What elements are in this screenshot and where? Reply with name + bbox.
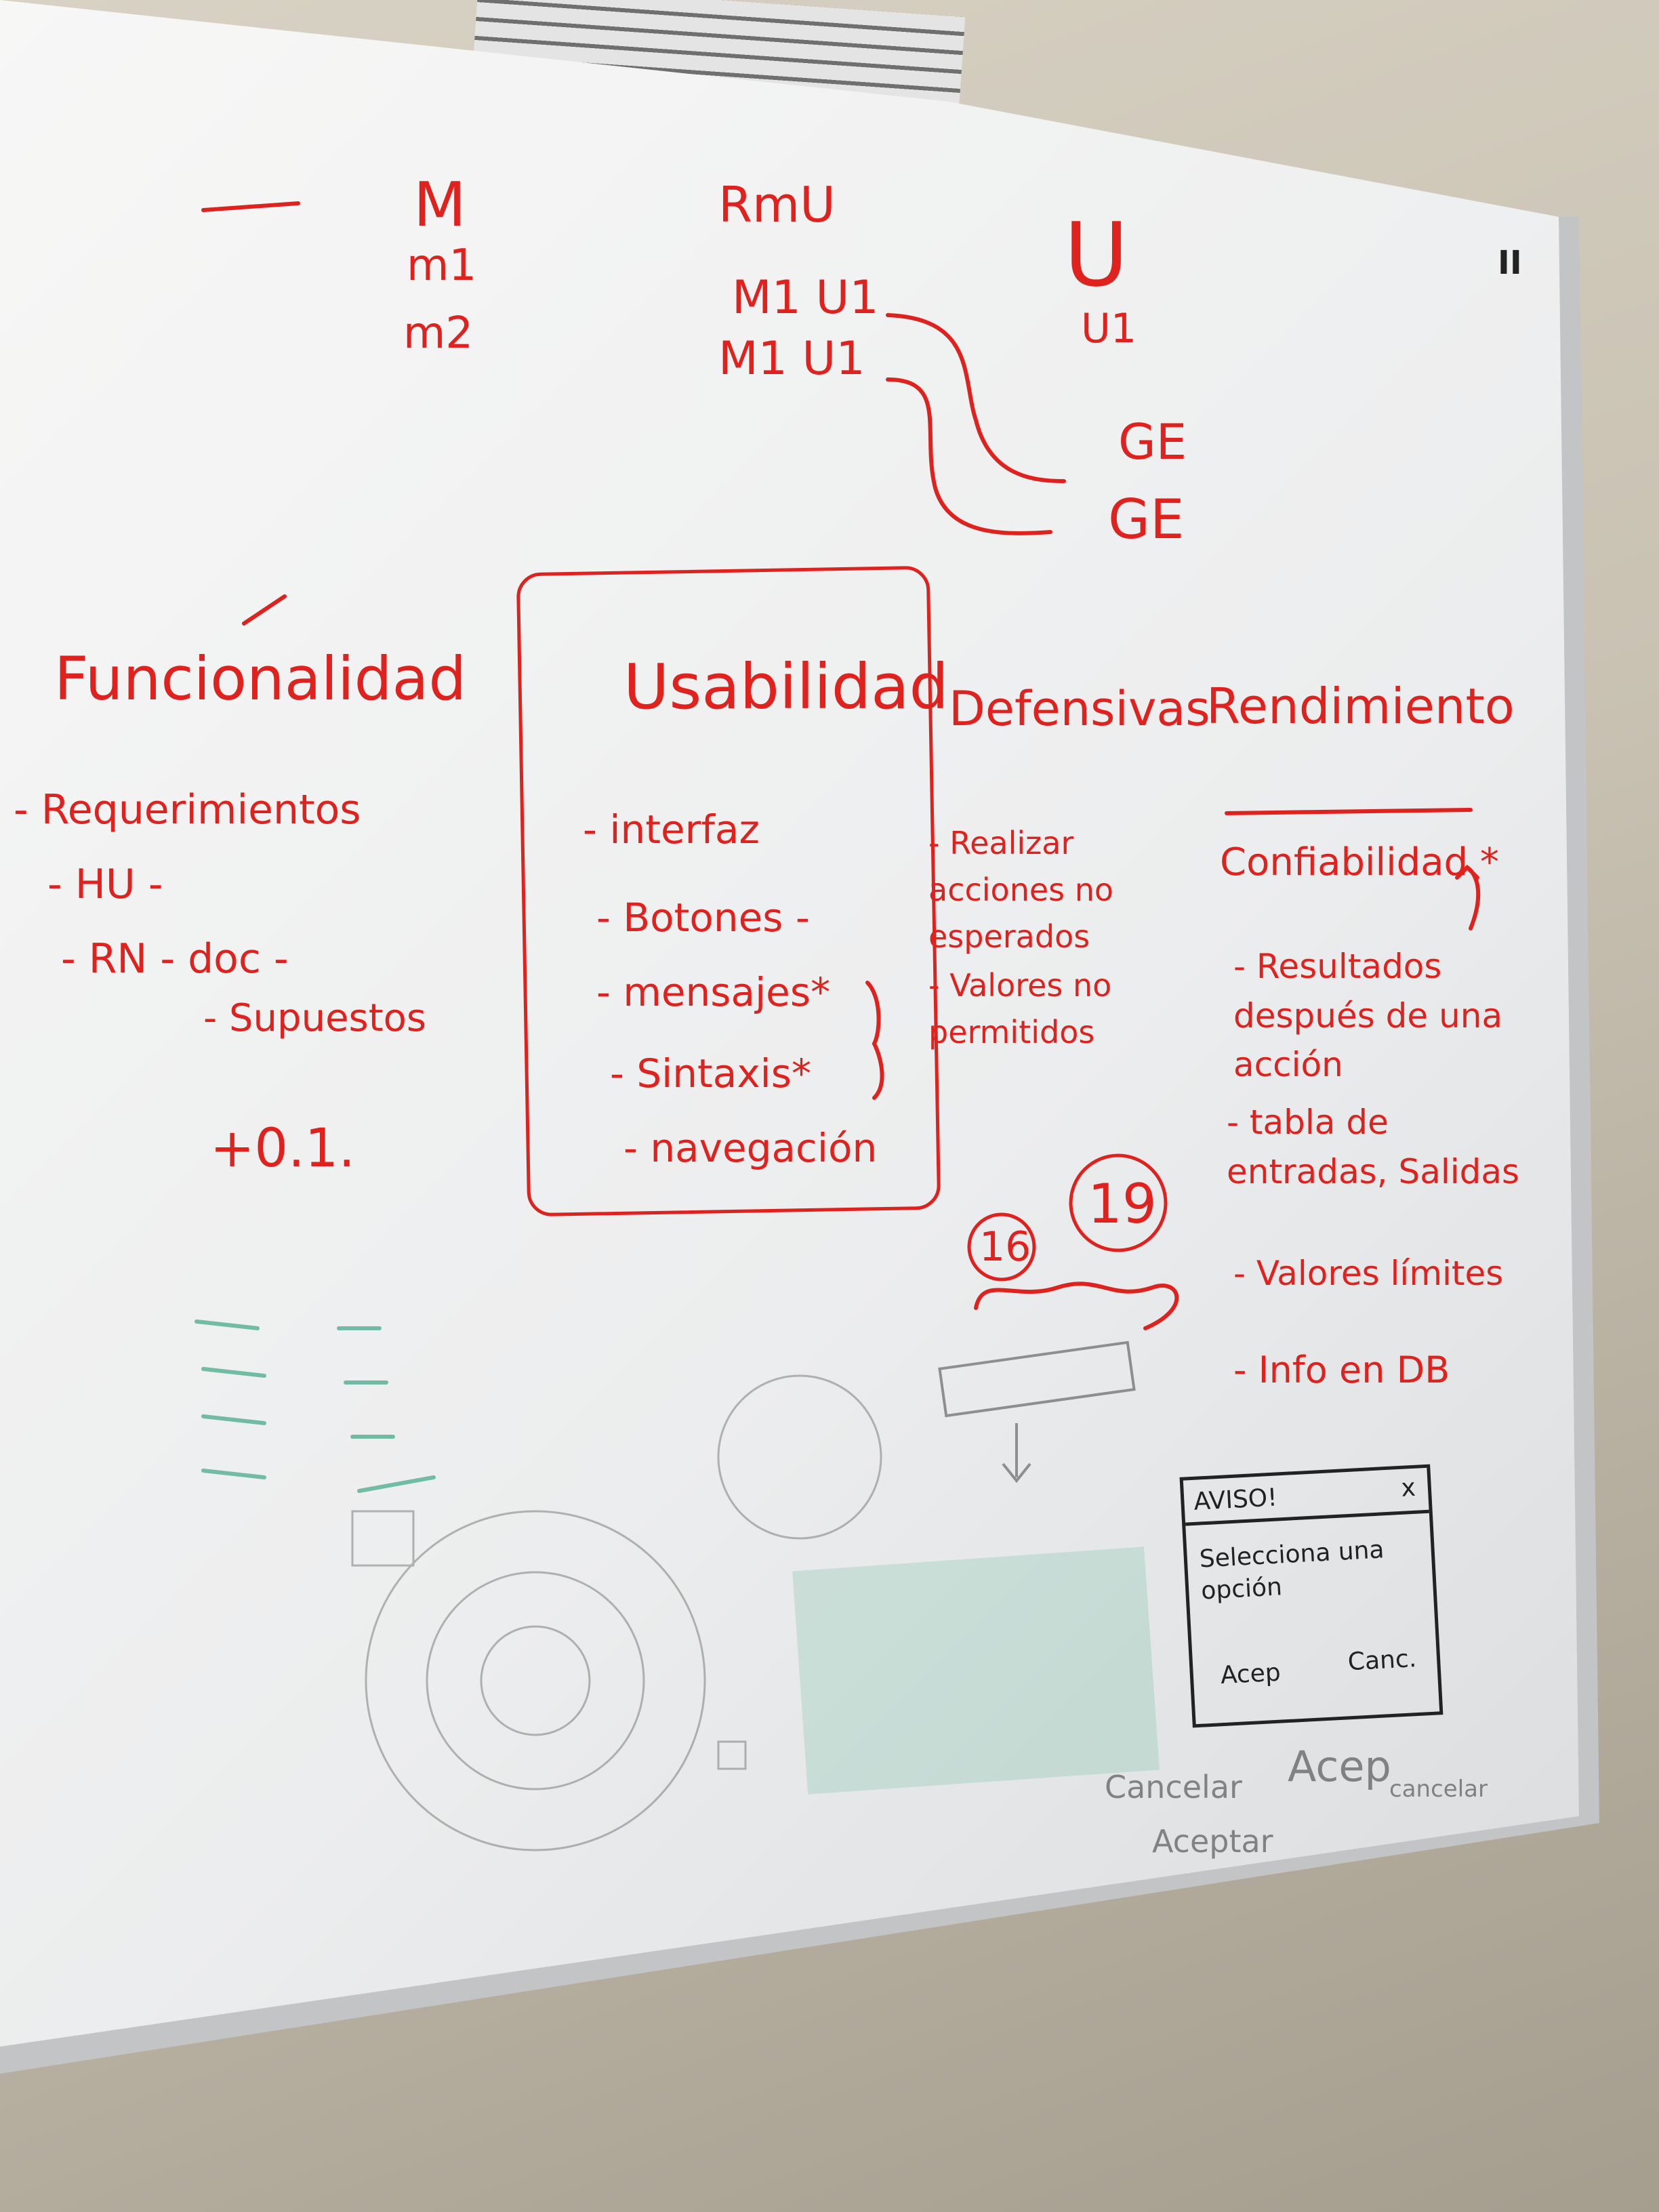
faded-small-box bbox=[717, 1740, 747, 1770]
def-item-valores: - Valores no permitidos bbox=[928, 967, 1112, 1050]
func-item-supuestos: - Supuestos bbox=[203, 996, 427, 1040]
squiggle-under-numbers bbox=[974, 1282, 1179, 1330]
circle-19 bbox=[1069, 1153, 1168, 1252]
popup-body: Selecciona una opción bbox=[1198, 1536, 1385, 1605]
footer-word-cancelar-2: cancelar bbox=[1389, 1776, 1488, 1803]
syringe-body bbox=[938, 1340, 1136, 1418]
usab-item-navegacion: - navegación bbox=[623, 1125, 878, 1171]
def-item-acciones: - Realizar acciones no esperados bbox=[928, 825, 1114, 955]
page-mark: II bbox=[1498, 244, 1522, 282]
top-left-dash bbox=[201, 201, 300, 212]
accent-stroke bbox=[242, 594, 287, 626]
popup-accept: Acep bbox=[1219, 1658, 1282, 1690]
faded-target-mid bbox=[426, 1571, 645, 1790]
func-item-score: +0.1. bbox=[210, 1118, 356, 1179]
usab-item-interfaz: - interfaz bbox=[583, 806, 760, 853]
green-dash-3 bbox=[201, 1414, 266, 1425]
green-dash-2 bbox=[201, 1367, 266, 1378]
func-item-requerimientos: - Requerimientos bbox=[14, 786, 361, 834]
green-dash-4 bbox=[201, 1469, 266, 1479]
curve-to-ge-2 bbox=[886, 377, 1052, 535]
heading-defensivas: Defensivas bbox=[949, 681, 1210, 737]
rend-item-tabla: - tabla de entradas, Salidas bbox=[1227, 1103, 1520, 1191]
green-dash-1 bbox=[194, 1319, 260, 1330]
top-col3-line1: U bbox=[1064, 203, 1129, 306]
green-smudge bbox=[792, 1547, 1160, 1795]
faded-box-left bbox=[351, 1510, 415, 1567]
down-arrow bbox=[1002, 1423, 1031, 1483]
footer-word-acep: Acep bbox=[1288, 1742, 1391, 1791]
arrow-to-confiabilidad bbox=[1455, 864, 1481, 930]
faded-target-inner bbox=[480, 1625, 591, 1736]
ge-label-2: GE bbox=[1108, 488, 1185, 551]
heading-funcionalidad: Funcionalidad bbox=[54, 644, 467, 714]
brace bbox=[865, 981, 884, 1100]
top-col3-line2: U1 bbox=[1081, 305, 1137, 352]
func-item-hu: - HU - bbox=[47, 861, 163, 908]
top-col2-line3: M1 U1 bbox=[718, 332, 865, 386]
green-arrow-4 bbox=[357, 1475, 436, 1493]
usab-item-botones: - Botones - bbox=[596, 895, 810, 941]
footer-word-cancelar: Cancelar bbox=[1105, 1769, 1242, 1805]
usabilidad-box bbox=[516, 565, 941, 1217]
top-col1-line3: m2 bbox=[403, 308, 474, 359]
circle-16 bbox=[967, 1212, 1036, 1282]
top-col2-line1: RmU bbox=[718, 176, 836, 233]
rend-item-valores-limites: - Valores límites bbox=[1233, 1254, 1504, 1293]
usab-item-sintaxis: - Sintaxis* bbox=[610, 1050, 811, 1097]
rend-item-confiabilidad: Confiabilidad * bbox=[1220, 840, 1499, 884]
ge-label-1: GE bbox=[1118, 413, 1187, 470]
footer-word-aceptar: Aceptar bbox=[1152, 1823, 1273, 1860]
popup-title: AVISO! bbox=[1193, 1483, 1278, 1516]
faded-target-outer bbox=[365, 1510, 706, 1851]
popup-sketch: AVISO! x Selecciona una opción Acep Canc… bbox=[1179, 1464, 1443, 1728]
top-col2-line2: M1 U1 bbox=[732, 271, 879, 325]
number-19: 19 bbox=[1088, 1172, 1157, 1235]
top-col1-line1: M bbox=[413, 169, 466, 241]
number-16: 16 bbox=[979, 1223, 1031, 1271]
popup-close-icon: x bbox=[1400, 1473, 1416, 1502]
func-item-rn: - RN - doc - bbox=[61, 935, 289, 983]
heading-usabilidad: Usabilidad bbox=[623, 651, 949, 723]
rend-item-info-db: - Info en DB bbox=[1233, 1349, 1450, 1391]
usab-item-mensajes: - mensajes* bbox=[596, 969, 831, 1015]
rendimiento-underline bbox=[1225, 808, 1473, 815]
curve-to-ge-1 bbox=[886, 313, 1066, 483]
faded-circle-right bbox=[717, 1374, 882, 1540]
rend-item-resultados: - Resultados después de una acción bbox=[1233, 947, 1503, 1084]
top-col1-line2: m1 bbox=[407, 241, 477, 291]
popup-cancel: Canc. bbox=[1347, 1645, 1418, 1677]
heading-rendimiento: Rendimiento bbox=[1206, 678, 1515, 735]
